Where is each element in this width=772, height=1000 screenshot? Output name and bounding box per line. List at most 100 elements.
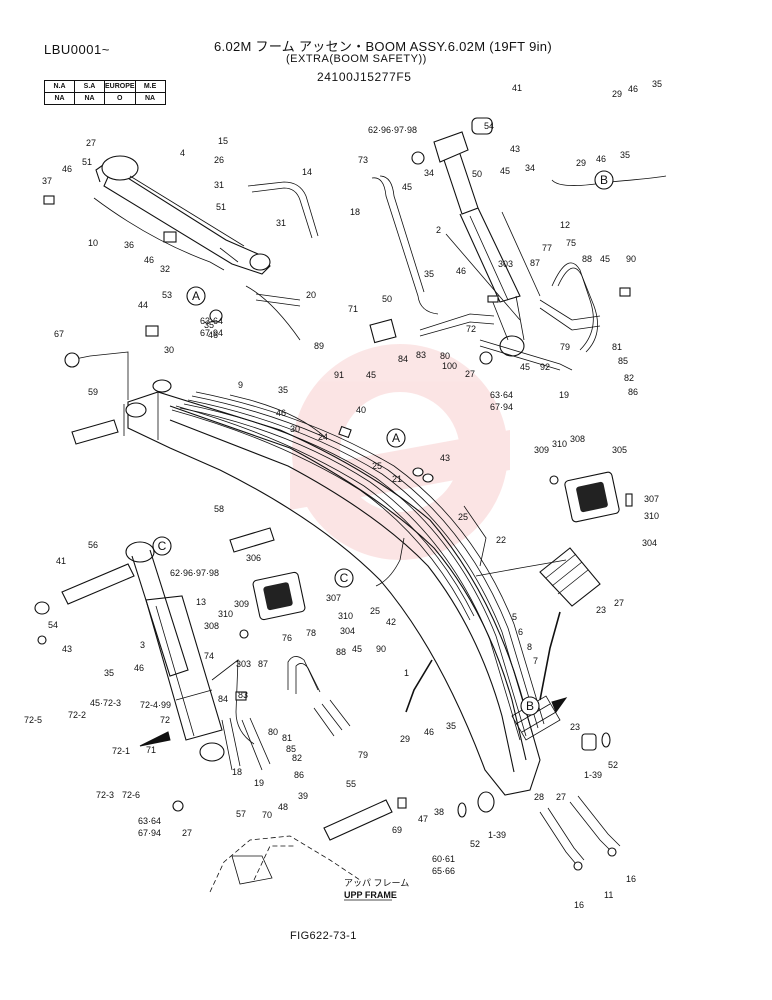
part-label: 56	[88, 540, 98, 550]
part-label: 2	[436, 225, 441, 235]
part-label: 90	[376, 644, 386, 654]
hose-11	[539, 807, 585, 865]
part-label: 10	[88, 238, 98, 248]
part-label: 83	[238, 690, 248, 700]
part-label: 303	[498, 259, 513, 269]
part-label: 29	[576, 158, 586, 168]
part-label: 88	[336, 647, 346, 657]
part-label: 23	[570, 722, 580, 732]
callout-a-top: A	[186, 286, 206, 306]
small-fittings	[37, 151, 633, 812]
part-label: 310	[218, 609, 233, 619]
pipe-12	[501, 211, 541, 297]
callout-a-boom: A	[386, 428, 406, 448]
part-label: 47	[418, 814, 428, 824]
part-label: 18	[350, 207, 360, 217]
part-label: 45	[366, 370, 376, 380]
part-label: 304	[642, 538, 657, 548]
svg-text:A: A	[392, 431, 400, 445]
part-label: 27	[465, 369, 475, 379]
part-label: 53	[162, 290, 172, 300]
part-label: 310	[644, 511, 659, 521]
svg-text:B: B	[526, 699, 534, 713]
part-label: 50	[472, 169, 482, 179]
assembly-part-number: 24100J15277F5	[317, 70, 412, 84]
callout-b-boom: B	[520, 696, 540, 716]
part-label: 62·96·97·98	[170, 568, 219, 578]
part-label: 306	[246, 553, 261, 563]
part-label: 1-39	[488, 830, 506, 840]
part-label: 34	[424, 168, 434, 178]
part-label: 73	[358, 155, 368, 165]
pipe-80	[419, 313, 495, 337]
part-label: 21	[392, 474, 402, 484]
part-label: 71	[146, 745, 156, 755]
hose-75	[551, 262, 594, 351]
guard-306	[252, 571, 306, 621]
part-label: 81	[612, 342, 622, 352]
part-label: 31	[214, 180, 224, 190]
pin-58	[229, 527, 275, 553]
part-label: 43	[62, 644, 72, 654]
part-label: 35	[652, 79, 662, 89]
part-label: 88	[582, 254, 592, 264]
part-label: 30	[290, 424, 300, 434]
part-label: 18	[232, 767, 242, 777]
part-label: 76	[282, 633, 292, 643]
part-label: 24	[318, 432, 328, 442]
part-label: 304	[340, 626, 355, 636]
part-label: 72-2	[68, 710, 86, 720]
boom-cylinder	[125, 541, 225, 762]
hydraulic-lines	[171, 391, 545, 741]
region-value-row: NA NA O NA	[44, 92, 166, 105]
part-label: 80	[268, 727, 278, 737]
part-label: 35	[104, 668, 114, 678]
part-label: 35	[620, 150, 630, 160]
part-label: 85	[286, 744, 296, 754]
part-label: 4	[180, 148, 185, 158]
leader-67	[89, 351, 129, 400]
part-label: 80	[440, 351, 450, 361]
part-label: 35	[446, 721, 456, 731]
region-val-sa: NA	[74, 92, 105, 105]
part-label: 72-4·99	[140, 700, 171, 710]
part-label: 36	[124, 240, 134, 250]
part-label: 45	[402, 182, 412, 192]
svg-text:A: A	[192, 289, 200, 303]
upper-frame-outline	[209, 835, 361, 893]
part-label: 32	[160, 264, 170, 274]
part-label: 75	[566, 238, 576, 248]
part-label: 7	[533, 656, 538, 666]
arm-cylinder	[93, 155, 271, 275]
part-label: 58	[214, 504, 224, 514]
part-label: 46	[424, 727, 434, 737]
part-label: 45	[500, 166, 510, 176]
part-label: 1-39	[584, 770, 602, 780]
part-label: 63·64	[200, 316, 223, 326]
part-label: 60·61	[432, 854, 455, 864]
part-label: 309	[234, 599, 249, 609]
part-label: 44	[138, 300, 148, 310]
part-label: 1	[404, 668, 409, 678]
part-label: 9	[238, 380, 243, 390]
part-label: 72-6	[122, 790, 140, 800]
part-label: 84	[398, 354, 408, 364]
part-label: 59	[88, 387, 98, 397]
part-label: 19	[559, 390, 569, 400]
part-label: 69	[392, 825, 402, 835]
part-label: 30	[164, 345, 174, 355]
part-label: 51	[82, 157, 92, 167]
pin-56	[61, 563, 135, 605]
part-label: 54	[48, 620, 58, 630]
part-label: 81	[282, 733, 292, 743]
part-label: 74	[204, 651, 214, 661]
part-label: 46	[62, 164, 72, 174]
part-label: 27	[614, 598, 624, 608]
pin-55	[323, 799, 393, 841]
pipe-2	[445, 233, 521, 321]
part-label: 83	[416, 350, 426, 360]
part-label: 46	[144, 255, 154, 265]
hose-76	[287, 656, 319, 691]
part-label: 72	[160, 715, 170, 725]
region-availability-table: N.A S.A EUROPE M.E NA NA O NA	[44, 80, 166, 105]
